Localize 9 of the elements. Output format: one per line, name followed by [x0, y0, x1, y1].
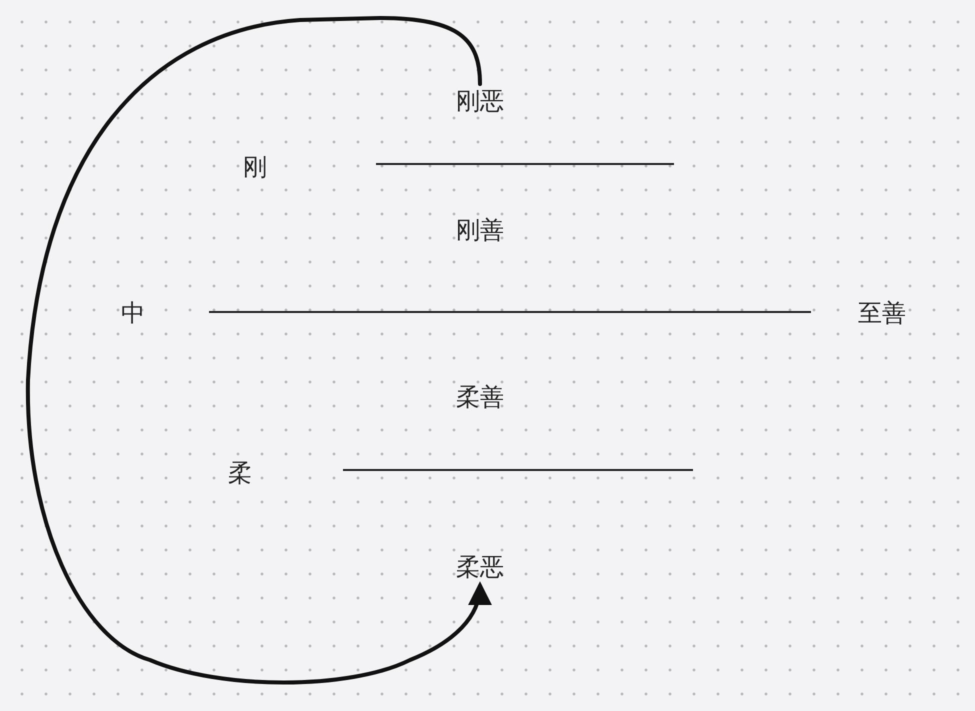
- text-label: 刚善: [456, 215, 504, 246]
- text-label: 刚恶: [448, 84, 512, 118]
- text-label: 中: [121, 298, 145, 329]
- text-label: 刚: [243, 152, 267, 183]
- text-label: 柔: [228, 458, 252, 489]
- text-label: 至善: [858, 298, 906, 329]
- curved-arrow: [26, 16, 491, 684]
- text-label: 柔善: [456, 382, 504, 413]
- text-label: 柔恶: [448, 550, 512, 584]
